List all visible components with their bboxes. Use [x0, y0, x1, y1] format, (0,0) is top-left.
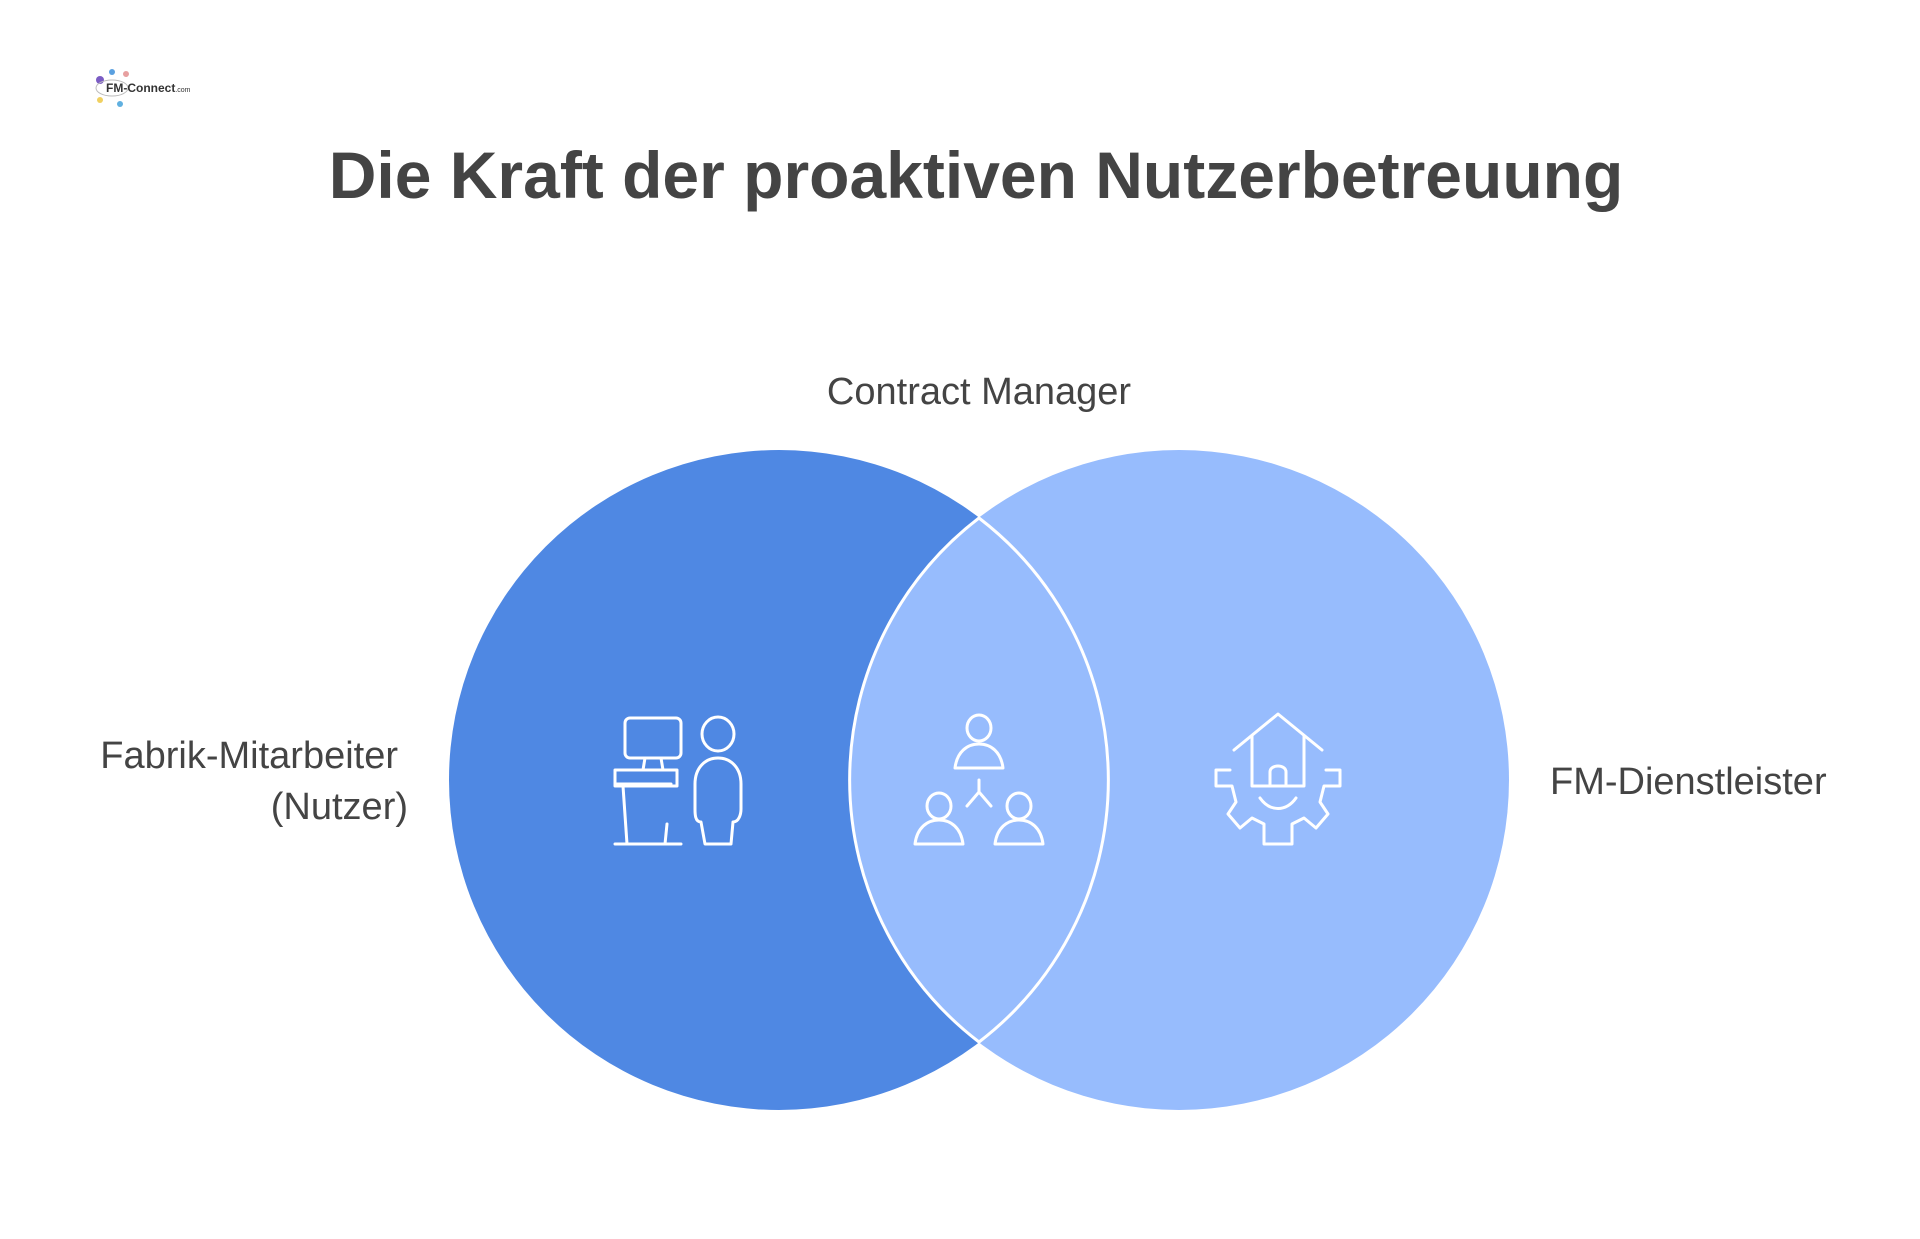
label-contract-manager: Contract Manager [827, 371, 1131, 413]
page-title: Die Kraft der proaktiven Nutzerbetreuung [329, 138, 1624, 212]
label-fabrik-mitarbeiter-line2: (Nutzer) [271, 786, 408, 828]
house-gear-icon [1214, 712, 1342, 846]
team-network-icon [913, 713, 1045, 846]
label-fm-dienstleister: FM-Dienstleister [1550, 761, 1827, 803]
label-fabrik-mitarbeiter-line1: Fabrik-Mitarbeiter [100, 735, 398, 777]
fm-connect-logo: FM-Connect.com [95, 69, 191, 107]
employee-at-workstation-icon [613, 715, 743, 846]
svg-text:FM-Connect.com: FM-Connect.com [106, 81, 191, 95]
